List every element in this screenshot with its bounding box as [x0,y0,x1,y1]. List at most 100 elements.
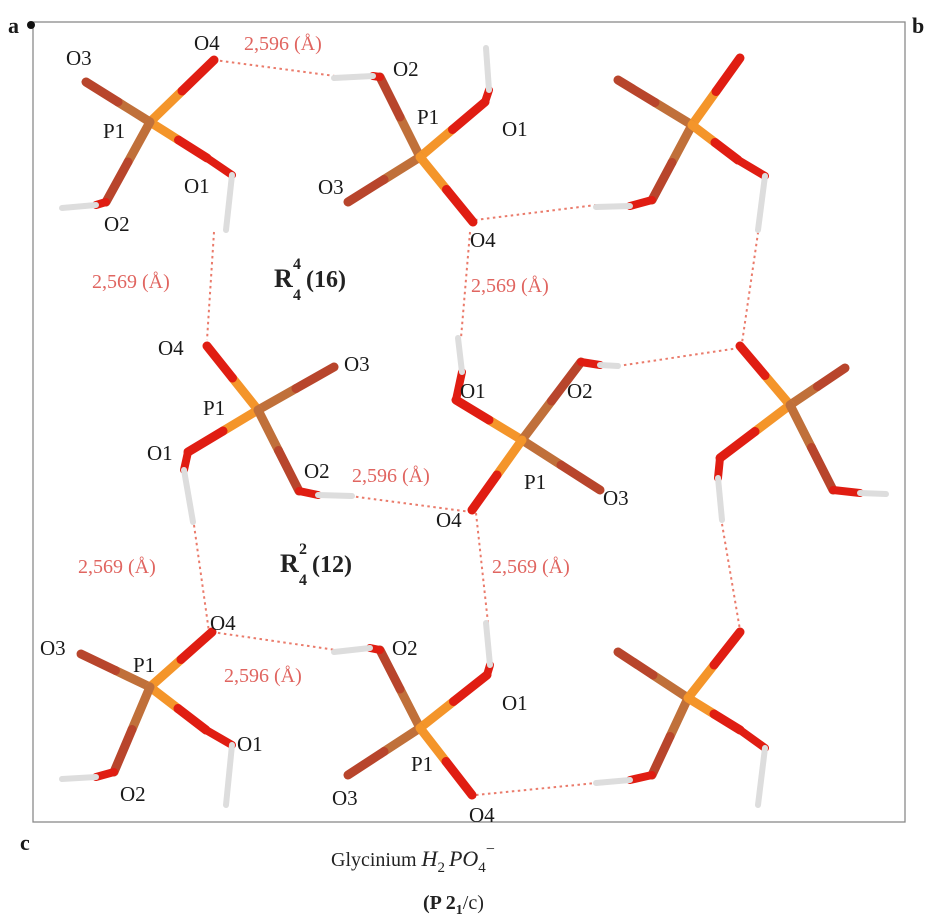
p-o-bond-p-half [785,400,816,452]
o-h-bond-o-part [736,726,769,752]
atom-label-o2: O2 [104,212,130,236]
p-o-bond-p-half [111,666,155,692]
motif-ring-size: (16) [306,267,346,293]
caption-space-group: (P 21/c) [423,892,484,918]
p-o-bond-o-half [647,158,677,205]
o-h-bond-h-part [331,645,373,655]
p-o-bond-o-half [813,363,850,391]
motif-symbol: R [280,549,299,578]
unit-cell-frame [32,21,906,823]
p-o-bond-o-half [173,704,211,735]
p-o-bond-p-half [492,435,527,480]
p-o-bond-o-half [442,185,478,227]
p-o-bond-o-half [441,757,477,800]
p-o-bond-p-half [683,693,719,719]
p-o-bond-o-half [375,72,405,122]
o-h-bond-h-part [315,492,355,499]
formula-po-subscript: 4 [478,860,486,876]
o-h-bond-o-part [734,156,769,180]
atom-label-o4: O4 [469,803,495,827]
p-o-bond-o-half [715,427,760,463]
atom-label-p1: P1 [133,653,155,677]
atom-label-o3: O3 [603,486,629,510]
p-o-bond-o-half [647,732,675,780]
atom-label-o4: O4 [158,336,184,360]
space-group-subscript: 1 [456,903,463,918]
atom-label-o3: O3 [332,786,358,810]
atom-label-p1: P1 [417,105,439,129]
p-o-bond-o-half [177,55,219,96]
atom-label-o1: O1 [184,174,210,198]
o-h-bond-h-part [857,490,889,497]
p-o-bond-p-half [650,98,697,130]
motif-symbol: R [274,264,293,293]
p-o-bond-o-half [343,175,389,207]
p-o-bond-o-half [556,460,605,495]
origin-dot [27,21,35,29]
motif-subscript: 4 [299,572,307,589]
motif-r2-4-12: R 2 4 (12) [280,541,352,589]
atom-label-o4: O4 [210,611,236,635]
atom-label-o1: O1 [460,379,486,403]
formula-charge: − [486,841,495,858]
atom-label-p1: P1 [524,470,546,494]
p-o-bond-p-half [484,415,527,445]
p-o-bond-p-half [648,670,693,703]
atom-label-p1: P1 [411,752,433,776]
atom-label-o1: O1 [237,732,263,756]
atom-label-o2: O2 [393,57,419,81]
o-h-bond-o-part [714,454,724,482]
distance-label: 2,569 (Å) [471,275,549,297]
p-o-bond-p-half [785,382,822,410]
p-o-bond-p-half [665,693,693,741]
o-h-bond-o-part [577,358,604,369]
o-h-bond-h-part [597,362,621,369]
atom-label-o3: O3 [344,352,370,376]
p-o-bond-p-half [687,120,720,147]
atom-label-o1: O1 [502,691,528,715]
hbond [211,631,337,651]
atom-label-o1: O1 [147,441,173,465]
motif-superscript: 4 [293,256,301,273]
p-o-bond-p-half [415,152,451,194]
atom-label-o3: O3 [66,46,92,70]
p-o-bond-p-half [218,405,263,436]
hbond [475,782,597,796]
distance-label: 2,596 (Å) [244,33,322,55]
p-o-bond-o-half [613,647,658,680]
p-o-bond-p-half [395,112,425,162]
distance-label: 2,569 (Å) [92,271,170,293]
o-h-bond-o-part [626,196,656,210]
o-h-bond-h-part [181,467,196,525]
o-h-bond-o-part [829,486,864,497]
atom-label-o4: O4 [470,228,496,252]
p-o-bond-o-half [174,135,212,163]
caption-compound-name: Glycinium [331,849,422,871]
axis-c-label: c [20,830,30,855]
p-o-bond-p-half [667,120,697,167]
p-o-bond-p-half [253,384,301,415]
hbond [475,512,489,624]
p-o-bond-o-half [709,709,745,735]
p-o-bond-p-half [127,682,155,734]
p-o-bond-p-half [395,684,425,733]
o-h-bond-o-part [203,154,236,179]
p-o-bond-p-half [415,723,451,766]
p-o-bond-p-half [113,97,155,127]
p-o-bond-p-half [145,655,186,692]
atom-label-o2: O2 [567,379,593,403]
p-o-bond-p-half [145,117,183,145]
o-h-bond-o-part [295,487,322,499]
p-o-bond-o-half [274,446,304,496]
p-o-bond-p-half [683,660,719,703]
o-h-bond-h-part [593,203,633,210]
o-h-bond-h-part [483,45,492,93]
o-h-bond-o-part [452,368,466,404]
hbond [206,231,215,341]
p-o-bond-p-half [123,117,155,167]
atom-label-o3: O3 [40,636,66,660]
p-o-bond-p-half [415,697,458,733]
o-h-bond-h-part [483,620,493,668]
p-o-bond-o-half [710,138,743,165]
